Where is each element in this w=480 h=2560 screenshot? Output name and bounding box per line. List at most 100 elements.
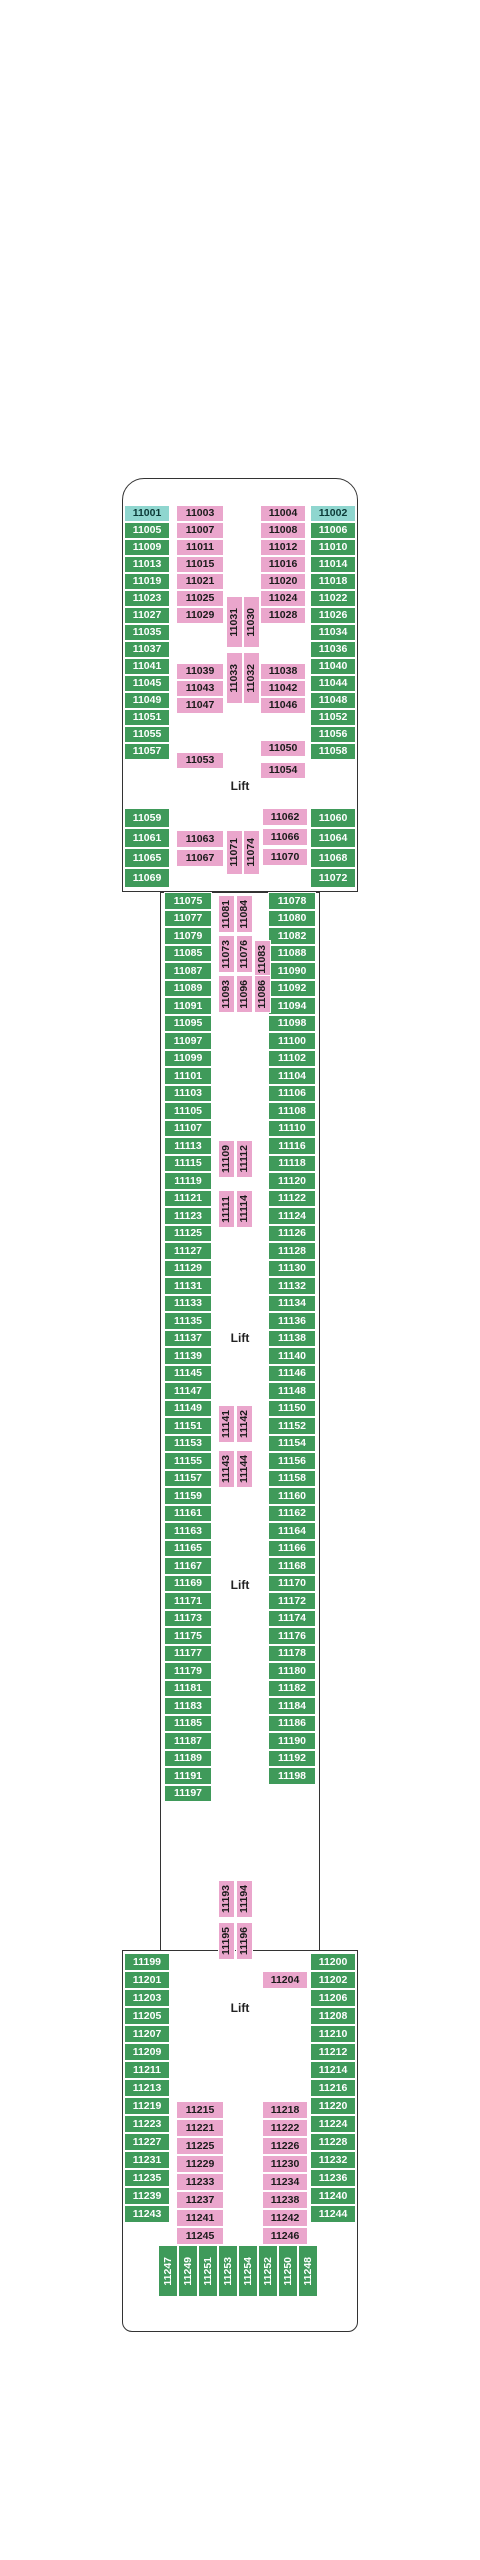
cabin-11137[interactable]: 11137: [164, 1329, 212, 1347]
cabin-11059[interactable]: 11059: [124, 808, 170, 828]
cabin-11006[interactable]: 11006: [310, 522, 356, 539]
cabin-11055[interactable]: 11055: [124, 726, 170, 743]
cabin-11237[interactable]: 11237: [176, 2191, 224, 2209]
cabin-11009[interactable]: 11009: [124, 539, 170, 556]
cabin-11135[interactable]: 11135: [164, 1312, 212, 1330]
cabin-11218[interactable]: 11218: [262, 2101, 308, 2119]
cabin-11040[interactable]: 11040: [310, 658, 356, 675]
cabin-11115[interactable]: 11115: [164, 1154, 212, 1172]
cabin-11114[interactable]: 11114: [236, 1190, 253, 1228]
cabin-11044[interactable]: 11044: [310, 675, 356, 692]
cabin-11062[interactable]: 11062: [262, 808, 308, 826]
cabin-11210[interactable]: 11210: [310, 2025, 356, 2043]
cabin-11154[interactable]: 11154: [268, 1434, 316, 1452]
cabin-11155[interactable]: 11155: [164, 1452, 212, 1470]
cabin-11010[interactable]: 11010: [310, 539, 356, 556]
cabin-11035[interactable]: 11035: [124, 624, 170, 641]
cabin-11070[interactable]: 11070: [262, 848, 308, 866]
cabin-11172[interactable]: 11172: [268, 1592, 316, 1610]
cabin-11145[interactable]: 11145: [164, 1364, 212, 1382]
cabin-11201[interactable]: 11201: [124, 1971, 170, 1989]
cabin-11243[interactable]: 11243: [124, 2205, 170, 2223]
cabin-11216[interactable]: 11216: [310, 2079, 356, 2097]
cabin-11170[interactable]: 11170: [268, 1574, 316, 1592]
cabin-11165[interactable]: 11165: [164, 1539, 212, 1557]
cabin-11173[interactable]: 11173: [164, 1609, 212, 1627]
cabin-11063[interactable]: 11063: [176, 830, 224, 848]
cabin-11157[interactable]: 11157: [164, 1469, 212, 1487]
cabin-11126[interactable]: 11126: [268, 1224, 316, 1242]
cabin-11245[interactable]: 11245: [176, 2227, 224, 2245]
cabin-11077[interactable]: 11077: [164, 909, 212, 927]
cabin-11085[interactable]: 11085: [164, 944, 212, 962]
cabin-11013[interactable]: 11013: [124, 556, 170, 573]
cabin-11215[interactable]: 11215: [176, 2101, 224, 2119]
cabin-11012[interactable]: 11012: [260, 539, 306, 556]
cabin-11081[interactable]: 11081: [218, 895, 235, 933]
cabin-11139[interactable]: 11139: [164, 1347, 212, 1365]
cabin-11192[interactable]: 11192: [268, 1749, 316, 1767]
cabin-11121[interactable]: 11121: [164, 1189, 212, 1207]
cabin-11104[interactable]: 11104: [268, 1067, 316, 1085]
cabin-11068[interactable]: 11068: [310, 848, 356, 868]
cabin-11067[interactable]: 11067: [176, 849, 224, 867]
cabin-11209[interactable]: 11209: [124, 2043, 170, 2061]
cabin-11111[interactable]: 11111: [218, 1190, 235, 1228]
cabin-11045[interactable]: 11045: [124, 675, 170, 692]
cabin-11033[interactable]: 11033: [226, 652, 243, 704]
cabin-11244[interactable]: 11244: [310, 2205, 356, 2223]
cabin-11211[interactable]: 11211: [124, 2061, 170, 2079]
cabin-11174[interactable]: 11174: [268, 1609, 316, 1627]
cabin-11144[interactable]: 11144: [236, 1450, 253, 1488]
cabin-11159[interactable]: 11159: [164, 1487, 212, 1505]
cabin-11200[interactable]: 11200: [310, 1953, 356, 1971]
cabin-11108[interactable]: 11108: [268, 1102, 316, 1120]
cabin-11222[interactable]: 11222: [262, 2119, 308, 2137]
cabin-11095[interactable]: 11095: [164, 1014, 212, 1032]
cabin-11107[interactable]: 11107: [164, 1119, 212, 1137]
cabin-11122[interactable]: 11122: [268, 1189, 316, 1207]
cabin-11223[interactable]: 11223: [124, 2115, 170, 2133]
cabin-11094[interactable]: 11094: [268, 997, 316, 1015]
cabin-11110[interactable]: 11110: [268, 1119, 316, 1137]
cabin-11027[interactable]: 11027: [124, 607, 170, 624]
cabin-11252[interactable]: 11252: [258, 2245, 278, 2297]
cabin-11162[interactable]: 11162: [268, 1504, 316, 1522]
cabin-11140[interactable]: 11140: [268, 1347, 316, 1365]
cabin-11049[interactable]: 11049: [124, 692, 170, 709]
cabin-11046[interactable]: 11046: [260, 697, 306, 714]
cabin-11232[interactable]: 11232: [310, 2151, 356, 2169]
cabin-11043[interactable]: 11043: [176, 680, 224, 697]
cabin-11221[interactable]: 11221: [176, 2119, 224, 2137]
cabin-11178[interactable]: 11178: [268, 1644, 316, 1662]
cabin-11102[interactable]: 11102: [268, 1049, 316, 1067]
cabin-11039[interactable]: 11039: [176, 663, 224, 680]
cabin-11021[interactable]: 11021: [176, 573, 224, 590]
cabin-11181[interactable]: 11181: [164, 1679, 212, 1697]
cabin-11224[interactable]: 11224: [310, 2115, 356, 2133]
cabin-11226[interactable]: 11226: [262, 2137, 308, 2155]
cabin-11112[interactable]: 11112: [236, 1140, 253, 1178]
cabin-11180[interactable]: 11180: [268, 1662, 316, 1680]
cabin-11005[interactable]: 11005: [124, 522, 170, 539]
cabin-11032[interactable]: 11032: [243, 652, 260, 704]
cabin-11066[interactable]: 11066: [262, 828, 308, 846]
cabin-11225[interactable]: 11225: [176, 2137, 224, 2155]
cabin-11235[interactable]: 11235: [124, 2169, 170, 2187]
cabin-11185[interactable]: 11185: [164, 1714, 212, 1732]
cabin-11075[interactable]: 11075: [164, 892, 212, 910]
cabin-11176[interactable]: 11176: [268, 1627, 316, 1645]
cabin-11051[interactable]: 11051: [124, 709, 170, 726]
cabin-11241[interactable]: 11241: [176, 2209, 224, 2227]
cabin-11143[interactable]: 11143: [218, 1450, 235, 1488]
cabin-11069[interactable]: 11069: [124, 868, 170, 888]
cabin-11118[interactable]: 11118: [268, 1154, 316, 1172]
cabin-11193[interactable]: 11193: [218, 1880, 235, 1918]
cabin-11078[interactable]: 11078: [268, 892, 316, 910]
cabin-11183[interactable]: 11183: [164, 1697, 212, 1715]
cabin-11056[interactable]: 11056: [310, 726, 356, 743]
cabin-11072[interactable]: 11072: [310, 868, 356, 888]
cabin-11123[interactable]: 11123: [164, 1207, 212, 1225]
cabin-11031[interactable]: 11031: [226, 596, 243, 648]
cabin-11130[interactable]: 11130: [268, 1259, 316, 1277]
